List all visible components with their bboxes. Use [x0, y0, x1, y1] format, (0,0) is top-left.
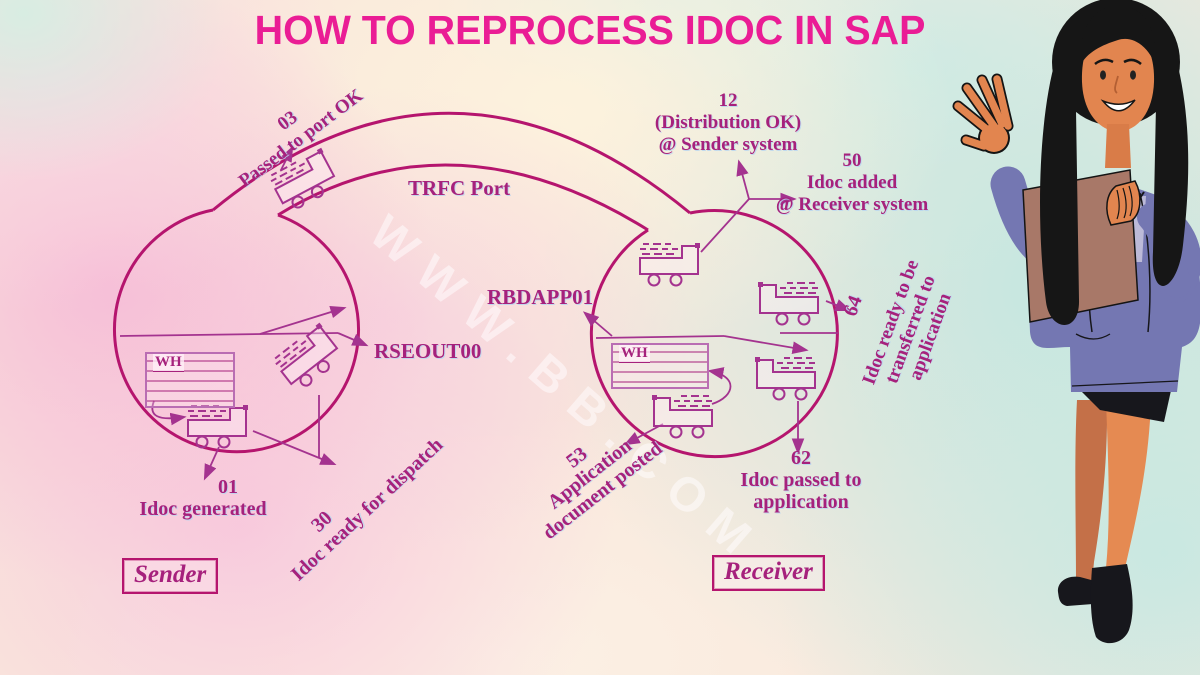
open-hand — [952, 73, 1014, 154]
receiver-inbound-line — [700, 198, 750, 253]
idoc-cart-icon — [639, 242, 701, 287]
arrow-to-status-12 — [736, 159, 750, 200]
rbdapp01-program-label: RBDAPP01 — [487, 285, 594, 309]
leg-back — [1075, 400, 1108, 582]
cart-to-warehouse-curl-arrow — [707, 367, 732, 405]
idoc-cart-icon — [757, 281, 819, 326]
arrow-to-status-53 — [623, 423, 664, 446]
warehouse-icon: WH — [611, 343, 709, 389]
warehouse-icon: WH — [145, 352, 235, 408]
presenter-woman-illustration — [952, 0, 1200, 644]
warehouse-label: WH — [619, 345, 650, 363]
neck — [1105, 124, 1131, 168]
idoc-cart-icon — [187, 404, 249, 449]
shoe-left — [1057, 576, 1095, 606]
rseout00-program-label: RSEOUT00 — [374, 339, 482, 363]
arrow-to-status-64 — [825, 299, 852, 311]
port-channel-outer-arc — [212, 111, 691, 215]
hair-fringe — [1079, 6, 1157, 66]
page-title: HOW TO REPROCESS IDOC IN SAP — [254, 7, 926, 53]
trfc-port-label: TRFC Port — [408, 176, 511, 200]
arrow-to-rseout00 — [337, 332, 369, 347]
gripping-hand — [1106, 180, 1141, 226]
receiver-transfer-arrow — [723, 335, 809, 354]
face-features — [1094, 58, 1142, 112]
shoe-right — [1090, 564, 1133, 644]
underskirt-band — [1080, 386, 1172, 422]
arc-cart-direction-arrow — [280, 145, 294, 171]
sender-system-circle — [113, 208, 360, 454]
idoc-cart-icon — [754, 356, 816, 401]
sender-dispatch-arrow — [259, 305, 347, 335]
receiver-system-badge: Receiver — [712, 555, 825, 591]
arrow-to-status-01 — [203, 446, 220, 481]
arrow-to-rbdapp01 — [582, 311, 613, 337]
sender-chord-line — [119, 332, 339, 337]
status-62-label: 62 Idoc passed to application — [740, 447, 862, 513]
leg-front — [1106, 400, 1151, 568]
arrow-to-status-30 — [252, 430, 337, 466]
receiver-chord-line — [595, 335, 725, 339]
status-12-label: 12 (Distribution OK) @ Sender system — [654, 90, 802, 155]
warehouse-label: WH — [153, 354, 184, 372]
port-channel-inner-arc — [277, 163, 649, 232]
face — [1081, 28, 1155, 132]
status-01-label: 01 Idoc generated — [139, 476, 267, 520]
sender-system-badge: Sender — [122, 558, 219, 594]
status-50-label: 50 Idoc added @ Receiver system — [775, 150, 929, 215]
